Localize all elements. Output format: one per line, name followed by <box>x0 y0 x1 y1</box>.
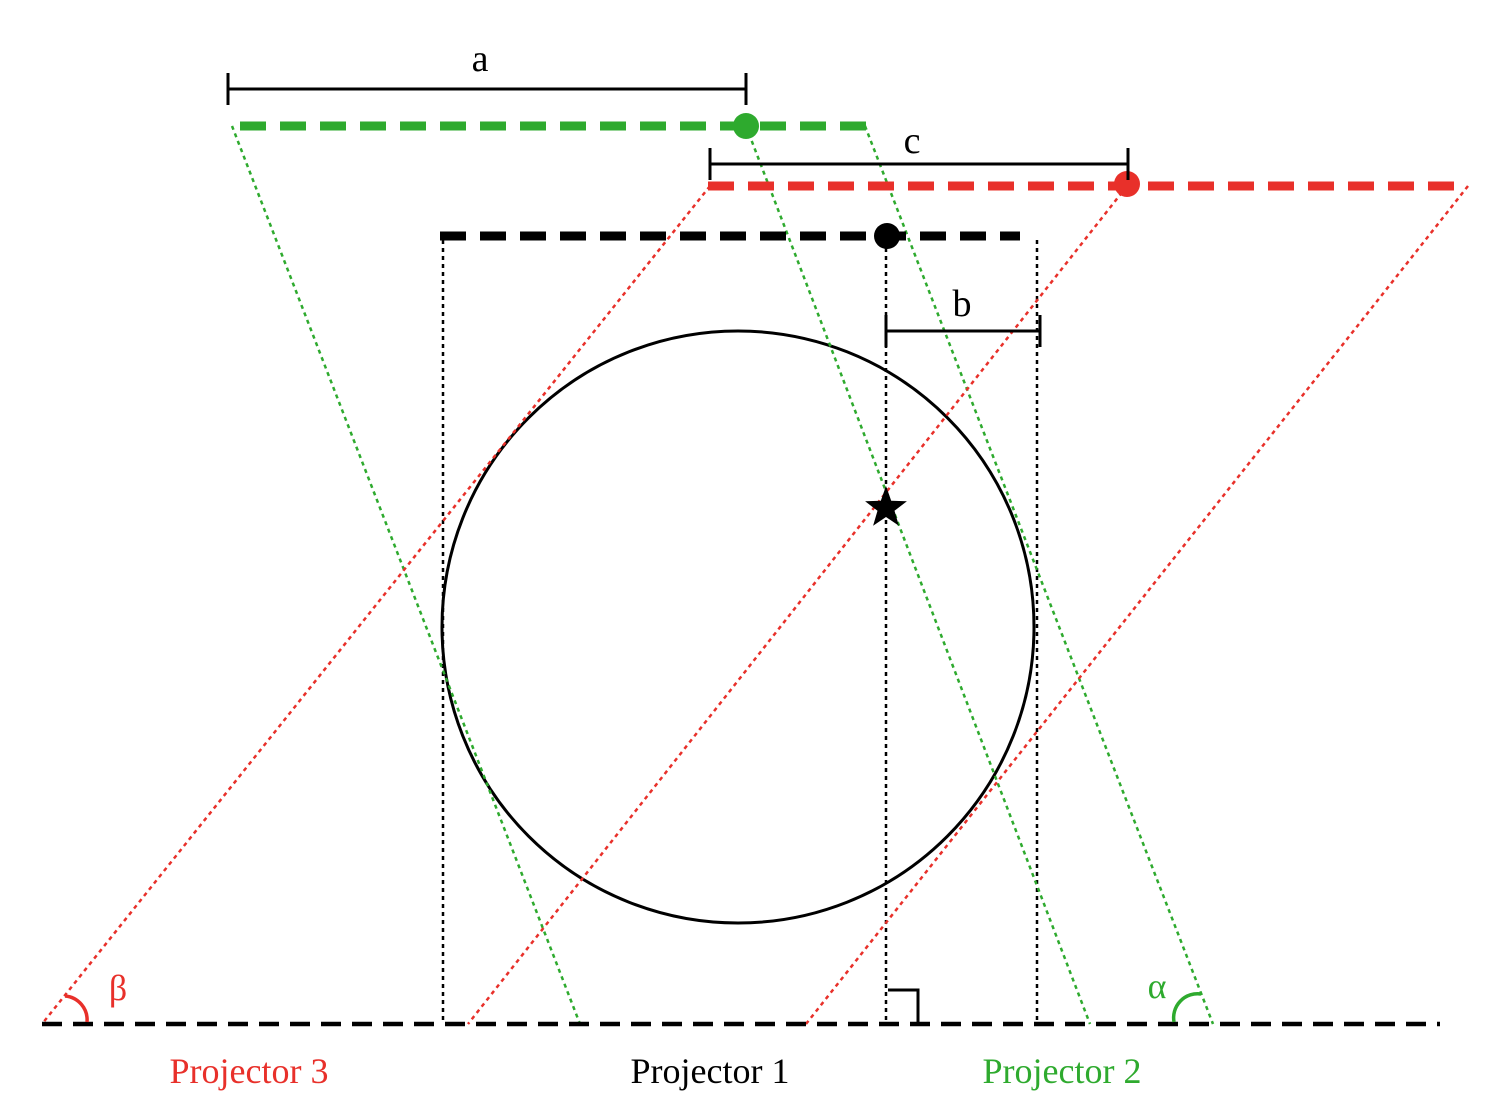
projector-2-detector-point <box>733 113 759 139</box>
dimension-a <box>226 73 748 105</box>
projector-2-ray-left <box>230 125 582 1025</box>
projector-1-rays <box>441 240 1039 1024</box>
right-angle-marker <box>888 988 920 1024</box>
label-projector-3: Projector 3 <box>170 1051 329 1091</box>
alpha-angle-arc <box>1171 992 1202 1023</box>
projector-2-ray-center <box>744 125 1092 1025</box>
dimension-b <box>884 315 1042 347</box>
projector-3-ray-right <box>805 185 1469 1025</box>
projector-2-rays <box>230 125 1215 1025</box>
label-alpha: α <box>1148 966 1167 1006</box>
dimension-c <box>708 148 1130 180</box>
projector-2-ray-right <box>863 125 1215 1025</box>
object-circle <box>440 329 1036 925</box>
label-beta: β <box>109 968 127 1008</box>
projector-3-ray-center <box>467 185 1128 1025</box>
label-a: a <box>472 38 489 80</box>
intersection-star-icon <box>865 486 907 526</box>
projector-3-ray-left <box>41 185 711 1025</box>
label-projector-1: Projector 1 <box>631 1051 790 1091</box>
beta-angle-arc <box>64 994 89 1023</box>
label-c: c <box>904 120 921 162</box>
projector-3-detector-point <box>1114 171 1140 197</box>
projector-3-rays <box>41 185 1469 1025</box>
label-b: b <box>953 283 972 325</box>
label-projector-2: Projector 2 <box>983 1051 1142 1091</box>
projector-1-detector-point <box>874 223 900 249</box>
